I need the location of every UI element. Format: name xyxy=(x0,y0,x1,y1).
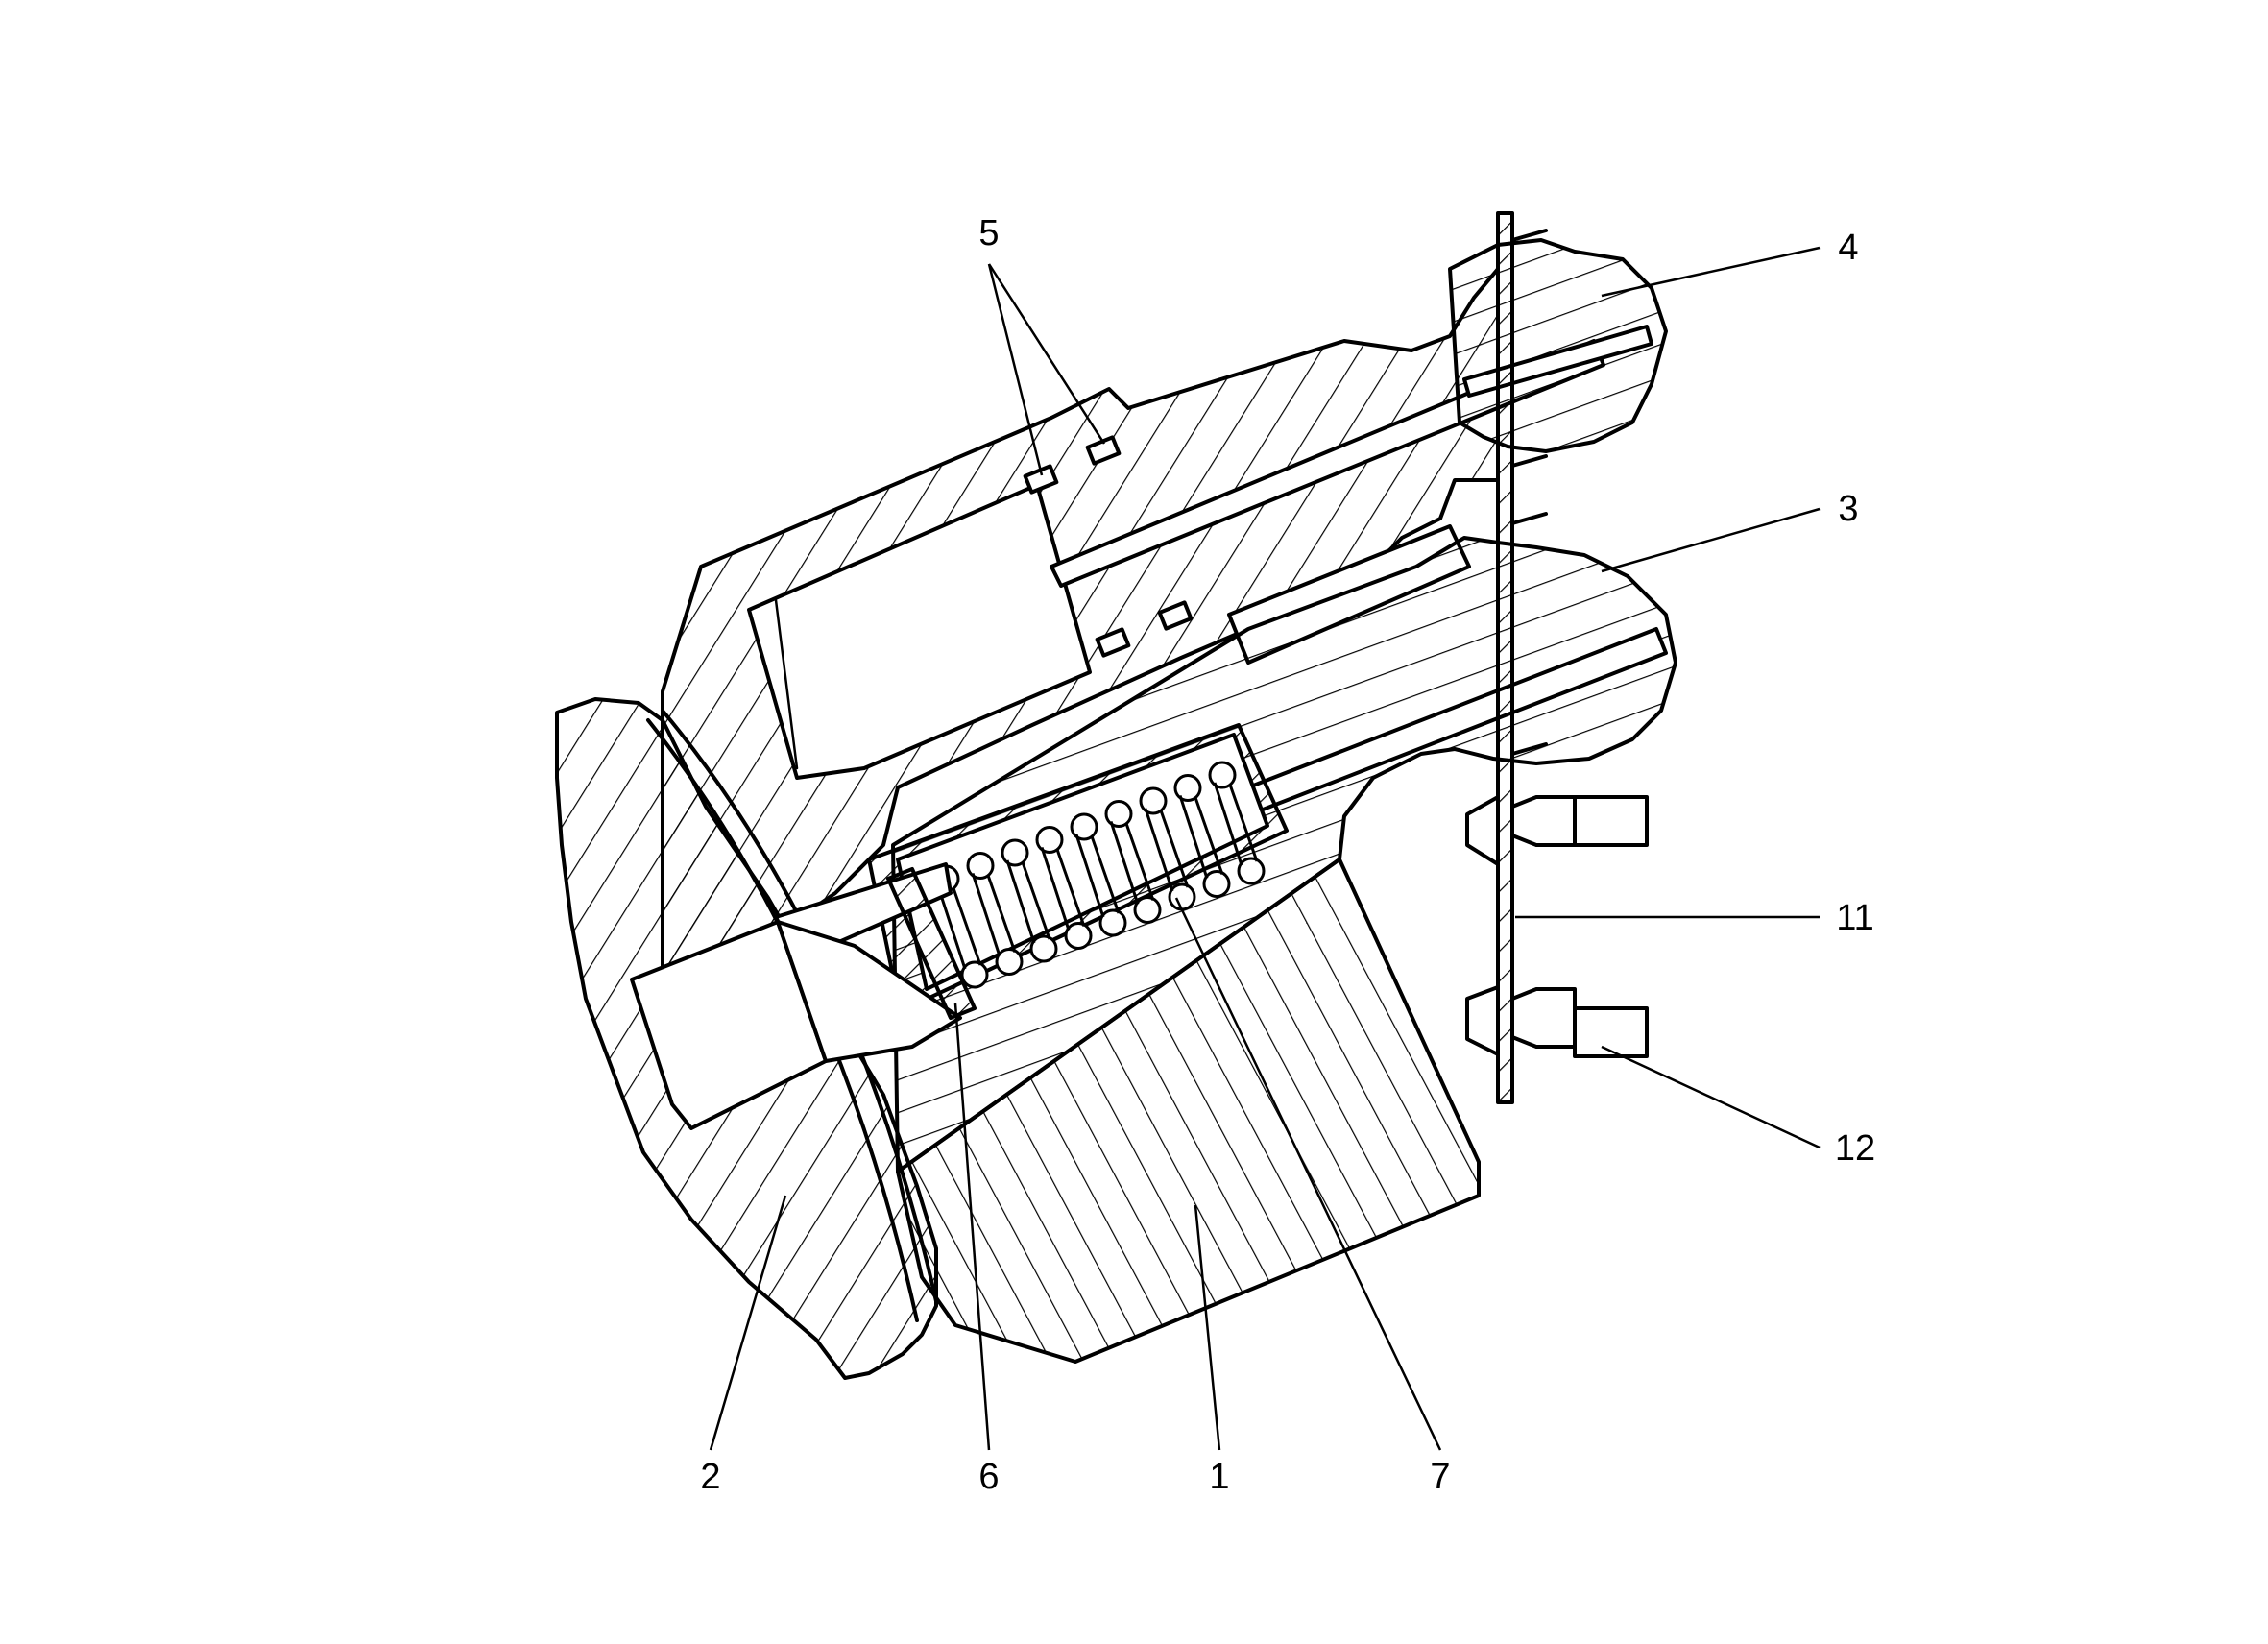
spring-wire xyxy=(936,885,982,970)
spring-coil-bottom xyxy=(1064,922,1093,950)
spring-coil-bottom xyxy=(995,948,1024,976)
spring-wire xyxy=(1178,795,1224,879)
spring-wire xyxy=(1040,847,1086,931)
spring-wire xyxy=(1074,834,1121,918)
spring-wire xyxy=(1144,808,1190,892)
spring-coil-bottom xyxy=(960,960,989,989)
front-cap-part-2 xyxy=(555,697,962,1380)
callout-7: 7 xyxy=(1430,1457,1450,1497)
callout-4: 4 xyxy=(1838,228,1858,268)
spring-wire xyxy=(1109,821,1155,905)
spring-coil-top xyxy=(1139,786,1168,815)
spring-coil-bottom xyxy=(1202,870,1231,898)
spring-coil-top xyxy=(1001,838,1029,867)
spring-wire xyxy=(1213,782,1259,866)
spring-coil-bottom xyxy=(1029,934,1058,963)
spring-coil-bottom xyxy=(1098,908,1127,937)
retainer-washer-part-6 xyxy=(886,867,977,1020)
spring-coil-top xyxy=(1104,800,1133,828)
spring-coil-top xyxy=(1035,826,1064,854)
callout-2: 2 xyxy=(700,1457,720,1497)
callout-3: 3 xyxy=(1838,489,1858,529)
contact-pin-4 xyxy=(1448,238,1668,453)
spring-wire xyxy=(1005,859,1051,944)
spring-wire xyxy=(971,873,1017,956)
panel-wall-part-11 xyxy=(1496,211,1548,1104)
detent-elements-part-5 xyxy=(1023,435,1194,658)
callout-5: 5 xyxy=(978,213,999,254)
callout-labels: 1 2 3 4 5 6 7 11 12 xyxy=(700,213,1875,1497)
callout-1: 1 xyxy=(1209,1457,1229,1497)
terminal-upper xyxy=(1465,795,1649,866)
spring-coil-top xyxy=(1173,774,1202,802)
spring-coil-bottom xyxy=(1237,857,1266,885)
callout-11: 11 xyxy=(1836,898,1873,938)
contact-pin-3 xyxy=(891,536,1677,1173)
callout-6: 6 xyxy=(978,1457,999,1497)
leader-lines xyxy=(709,246,1821,1451)
coil-spring-7 xyxy=(931,761,1266,989)
spring-coil-top xyxy=(1070,812,1098,841)
terminal-lower-part-12 xyxy=(1465,985,1649,1058)
callout-12: 12 xyxy=(1835,1128,1875,1169)
spring-coil-bottom xyxy=(1133,896,1162,924)
spring-coil-top xyxy=(1208,761,1237,789)
spring-coil-top xyxy=(966,852,995,880)
spring-coil-bottom xyxy=(1168,882,1196,911)
